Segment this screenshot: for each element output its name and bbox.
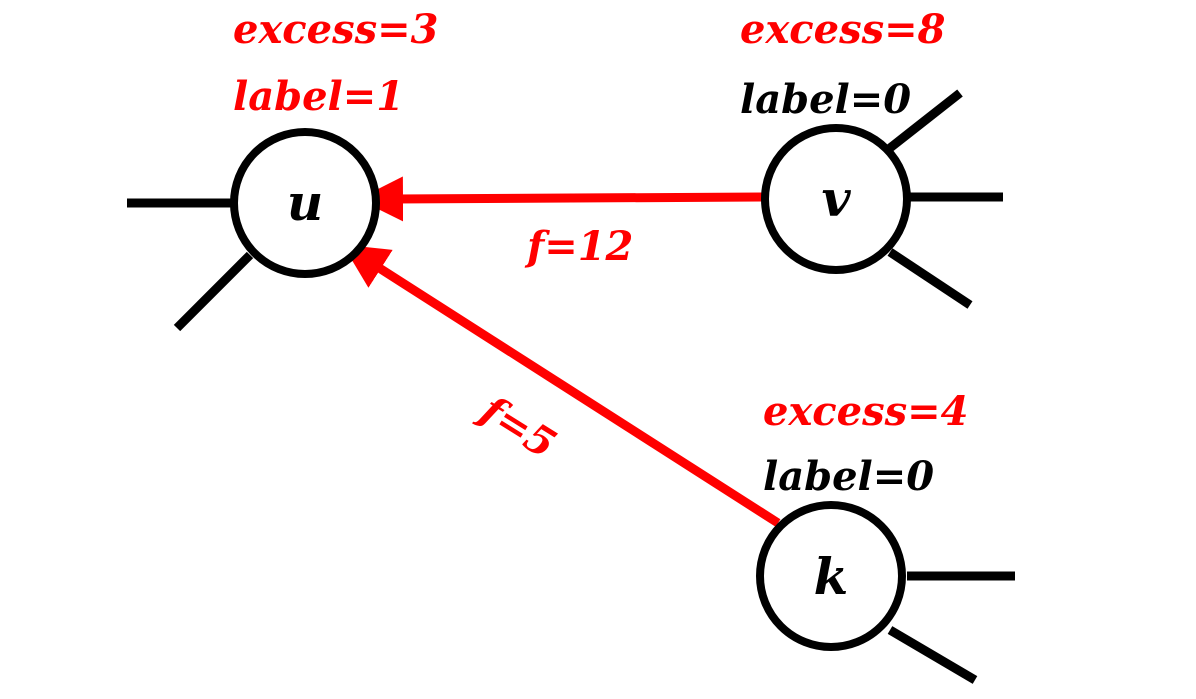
node-v: v — [761, 124, 911, 274]
node-letter: u — [287, 173, 323, 232]
label-u: label=1 — [233, 73, 404, 120]
label-k: label=0 — [763, 453, 934, 500]
flow-label-v-to-u: f=12 — [524, 223, 633, 270]
flow-edges — [342, 176, 781, 527]
flow-label-k-to-u: f=5 — [470, 385, 564, 468]
stub-edge-v-bottomright — [887, 248, 973, 309]
node-letter: v — [821, 169, 851, 228]
excess-v: excess=8 — [740, 6, 946, 53]
excess-k: excess=4 — [763, 388, 969, 435]
node-k: k — [756, 501, 906, 651]
flow-edge-k-to-u — [342, 244, 781, 527]
node-circle — [761, 124, 911, 274]
excess-u: excess=3 — [233, 6, 439, 53]
node-circle — [230, 128, 380, 278]
stub-edge-u-bottomleft — [173, 251, 254, 332]
stub-edge-v-topright — [887, 89, 963, 152]
node-circle — [756, 501, 906, 651]
stub-edges — [127, 89, 1015, 684]
node-u: u — [230, 128, 380, 278]
flow-edge-v-to-u — [358, 176, 763, 222]
stub-edge-k-bottomright — [887, 626, 978, 684]
label-v: label=0 — [740, 76, 911, 123]
node-letter: k — [814, 547, 849, 606]
